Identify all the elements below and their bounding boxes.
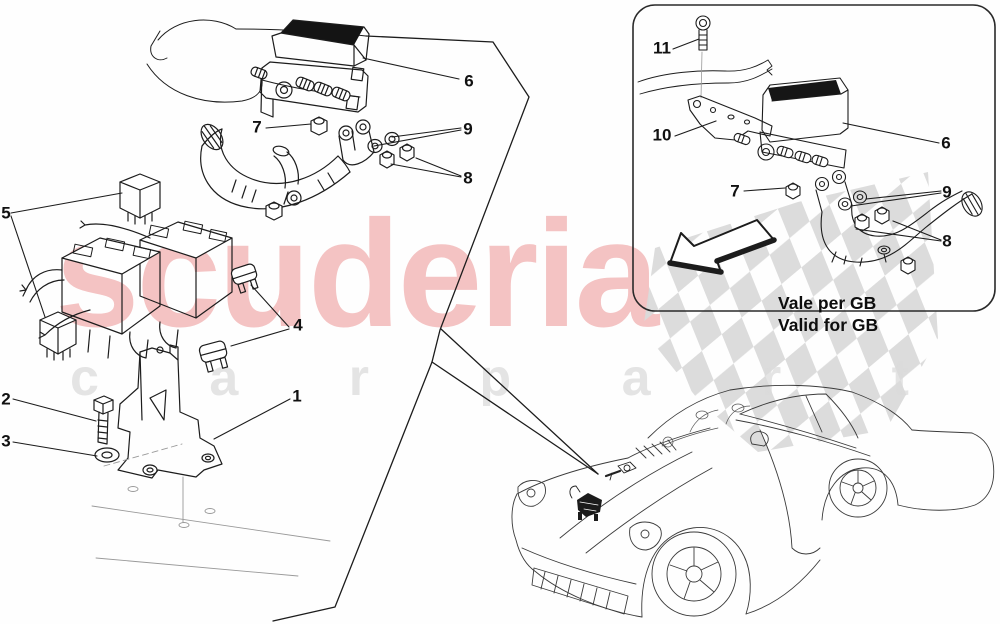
bracket-10 <box>687 95 773 141</box>
stud-part <box>250 66 268 80</box>
inset-chassis-sketch <box>637 59 773 95</box>
nuts-8-inset <box>854 206 890 232</box>
callout-inset-11: 11 <box>653 38 671 58</box>
screw-11 <box>695 15 711 99</box>
car-outline <box>511 384 995 618</box>
rear-wheel <box>828 458 888 518</box>
callout-inset-9: 9 <box>942 182 952 202</box>
fuse-upper <box>230 263 259 294</box>
leader-lines-main <box>10 57 462 457</box>
direction-arrow-icon <box>667 219 777 275</box>
front-wheel <box>651 531 737 617</box>
mounting-bracket <box>117 344 223 479</box>
fuse-lower <box>198 340 229 373</box>
bolt-part <box>93 395 114 445</box>
callout-inset-10: 10 <box>652 125 672 145</box>
mounting-plane <box>91 443 331 577</box>
location-pointer-lines <box>272 35 599 622</box>
inset-caption-italian: Vale per GB <box>778 293 877 313</box>
callout-main-3: 3 <box>1 431 11 451</box>
callout-inset-6: 6 <box>941 133 951 153</box>
callout-main-2: 2 <box>1 389 11 409</box>
bracket-studs <box>295 76 351 102</box>
ecu-stack <box>19 220 233 359</box>
relay-lower <box>39 311 77 361</box>
callout-main-6: 6 <box>464 71 474 91</box>
inset-caption-english: Valid for GB <box>778 315 879 335</box>
gb-variant-inset-box <box>632 4 996 312</box>
callout-inset-8: 8 <box>942 231 952 251</box>
callout-main-5: 5 <box>1 203 11 223</box>
callout-main-4: 4 <box>293 315 303 335</box>
hood-ecu-marker <box>569 485 602 521</box>
callout-main-8: 8 <box>463 168 473 188</box>
ecu-bracket-main <box>259 61 369 118</box>
hose-main <box>200 123 351 221</box>
washer-part <box>94 447 120 463</box>
callout-main-7: 7 <box>252 117 262 137</box>
ecu-module-main <box>271 19 370 67</box>
nut-7-inset <box>785 182 801 200</box>
ecu-module-inset <box>733 77 849 169</box>
car-interior <box>661 403 751 448</box>
relay-upper <box>119 173 161 225</box>
callout-main-1: 1 <box>292 386 302 406</box>
nut-7-main <box>310 116 328 136</box>
leader-lines-inset <box>672 38 942 242</box>
callout-inset-7: 7 <box>730 181 740 201</box>
hood-bracket-marker <box>604 461 637 481</box>
washers-9-inset <box>837 190 868 211</box>
cowl-vents <box>635 439 677 459</box>
callout-main-9: 9 <box>463 119 473 139</box>
washers-9-main <box>367 131 400 154</box>
grille <box>531 567 629 615</box>
nuts-8-main <box>379 143 415 169</box>
